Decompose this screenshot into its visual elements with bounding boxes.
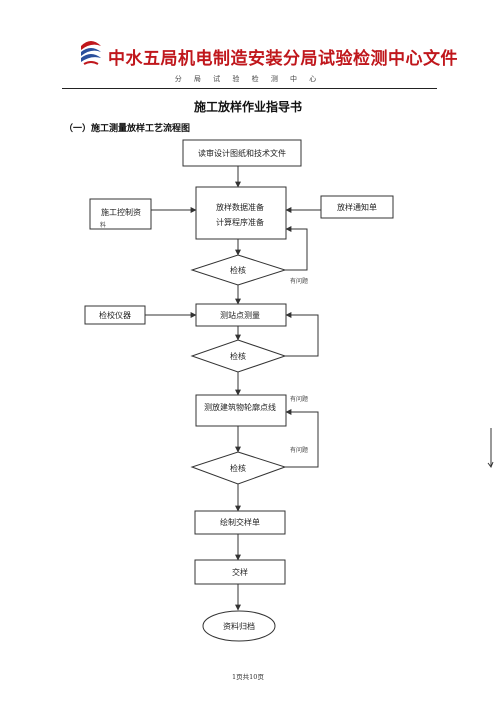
node-contour-layout: 测放建筑物轮廓点线 (195, 394, 287, 427)
node-check-1: 检核 (190, 254, 287, 286)
header-subtitle: 分 局 试 验 检 测 中 心 (174, 75, 322, 83)
issue-label-2: 有问题 (290, 395, 308, 403)
node-archive: 资料归档 (202, 610, 276, 642)
logo-icon (81, 41, 101, 65)
node-control-data: 施工控制资 料 (89, 198, 152, 230)
node-handover-label: 交样 (232, 567, 248, 577)
node-notice-label: 放样通知单 (337, 202, 377, 212)
header-title: 中水五局机电制造安装分局试验检测中心文件 (108, 49, 458, 69)
document-title: 施工放样作业指导书 (193, 100, 302, 114)
node-data-prep-label-2: 计算程序准备 (216, 217, 264, 227)
connectors (145, 166, 321, 611)
node-check-2-label: 检核 (230, 351, 246, 361)
page-number: 1页共10页 (232, 673, 264, 681)
node-contour-layout-label: 测放建筑物轮廓点线 (204, 402, 276, 412)
node-handover: 交样 (194, 559, 286, 585)
node-station-survey: 测站点测量 (195, 303, 287, 327)
node-check-2: 检核 (190, 339, 287, 373)
node-check-1-label: 检核 (230, 265, 246, 275)
node-control-data-label-2: 料 (100, 221, 106, 229)
node-data-prep: 放样数据准备 计算程序准备 (195, 186, 287, 240)
issue-label-1: 有问题 (290, 277, 308, 285)
section-heading: （一）施工测量放样工艺流程图 (64, 124, 191, 134)
node-draw-handover-label: 绘制交样单 (220, 517, 260, 527)
header-divider (62, 88, 437, 89)
node-instrument: 检校仪器 (84, 305, 146, 325)
margin-mark (487, 428, 494, 469)
node-notice: 放样通知单 (320, 195, 394, 219)
node-review-drawings: 读审设计图纸和技术文件 (182, 139, 302, 167)
node-review-drawings-label: 读审设计图纸和技术文件 (198, 148, 286, 158)
node-draw-handover: 绘制交样单 (194, 510, 286, 535)
node-instrument-label: 检校仪器 (99, 310, 131, 320)
node-check-3: 检核 (190, 451, 287, 485)
node-archive-label: 资料归档 (223, 621, 255, 631)
node-check-3-label: 检核 (230, 463, 246, 473)
issue-label-3: 有问题 (290, 446, 308, 454)
node-data-prep-label-1: 放样数据准备 (216, 202, 264, 212)
node-station-survey-label: 测站点测量 (220, 310, 260, 320)
node-control-data-label-1: 施工控制资 (101, 207, 141, 217)
